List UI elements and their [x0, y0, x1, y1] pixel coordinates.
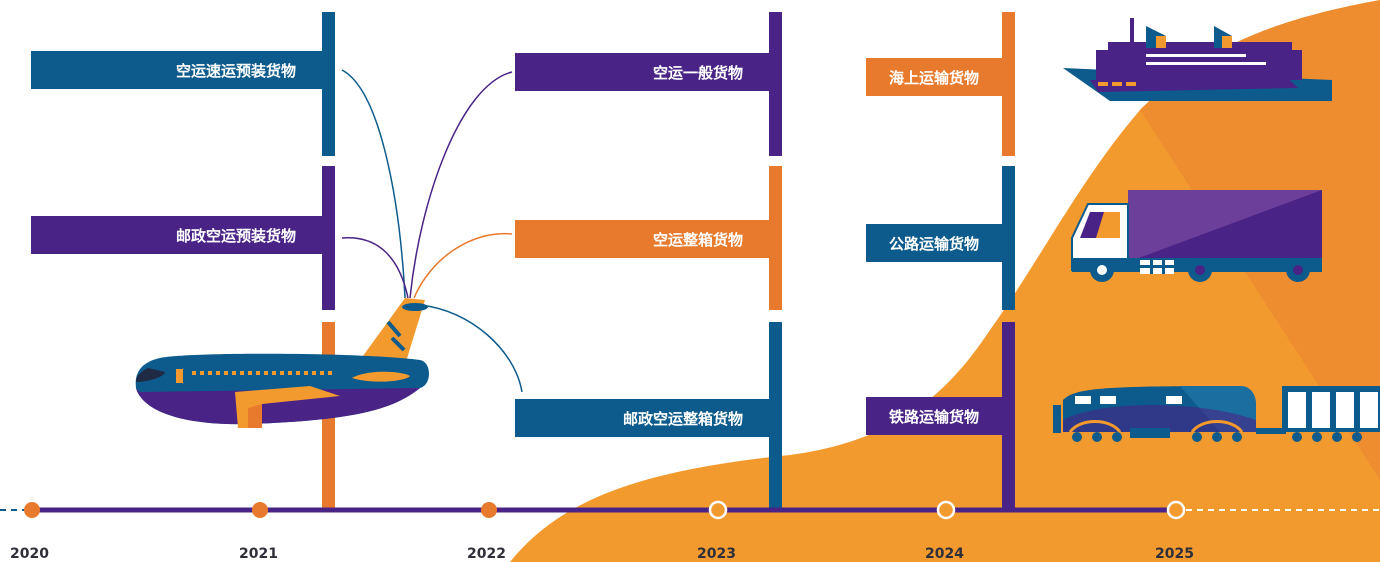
post-2024-lower	[1002, 322, 1015, 512]
label-road: 公路运输货物	[866, 224, 1002, 262]
connector-curve	[341, 237, 409, 299]
ship-icon	[1063, 18, 1332, 101]
post-2023-lower	[769, 322, 782, 512]
year-label-2020: 2020	[10, 546, 49, 562]
year-label-2024: 2024	[925, 546, 964, 562]
label-air-express-prebuilt: 空运速运预装货物	[31, 51, 322, 89]
post-2024-upper	[1002, 12, 1015, 156]
connector-curve	[413, 232, 513, 299]
connector-curve	[409, 71, 513, 299]
truck-icon	[1071, 190, 1322, 282]
timeline-marker-2023	[708, 500, 728, 520]
label-air-full-container: 空运整箱货物	[515, 220, 769, 258]
timeline-marker-2025	[1166, 500, 1186, 520]
post-2024-middle	[1002, 166, 1015, 310]
year-label-2023: 2023	[697, 546, 736, 562]
timeline-marker-2022	[481, 502, 497, 518]
label-sea: 海上运输货物	[866, 58, 1002, 96]
post-2023-middle	[769, 166, 782, 310]
airplane-icon	[135, 298, 429, 428]
label-rail: 铁路运输货物	[866, 397, 1002, 435]
post-2023-upper	[769, 12, 782, 156]
post-2021-middle	[322, 166, 335, 310]
timeline-marker-2020	[24, 502, 40, 518]
year-label-2021: 2021	[239, 546, 278, 562]
train-icon	[1053, 386, 1380, 442]
label-air-general: 空运一般货物	[515, 53, 769, 91]
label-postal-air-full-container: 邮政空运整箱货物	[515, 399, 769, 437]
connector-curve	[341, 69, 406, 299]
label-postal-air-prebuilt: 邮政空运预装货物	[31, 216, 322, 254]
post-2021-upper	[322, 12, 335, 156]
year-label-2022: 2022	[467, 546, 506, 562]
timeline-marker-2024	[936, 500, 956, 520]
timeline-marker-2021	[252, 502, 268, 518]
connector-curve	[419, 304, 523, 393]
year-label-2025: 2025	[1155, 546, 1194, 562]
